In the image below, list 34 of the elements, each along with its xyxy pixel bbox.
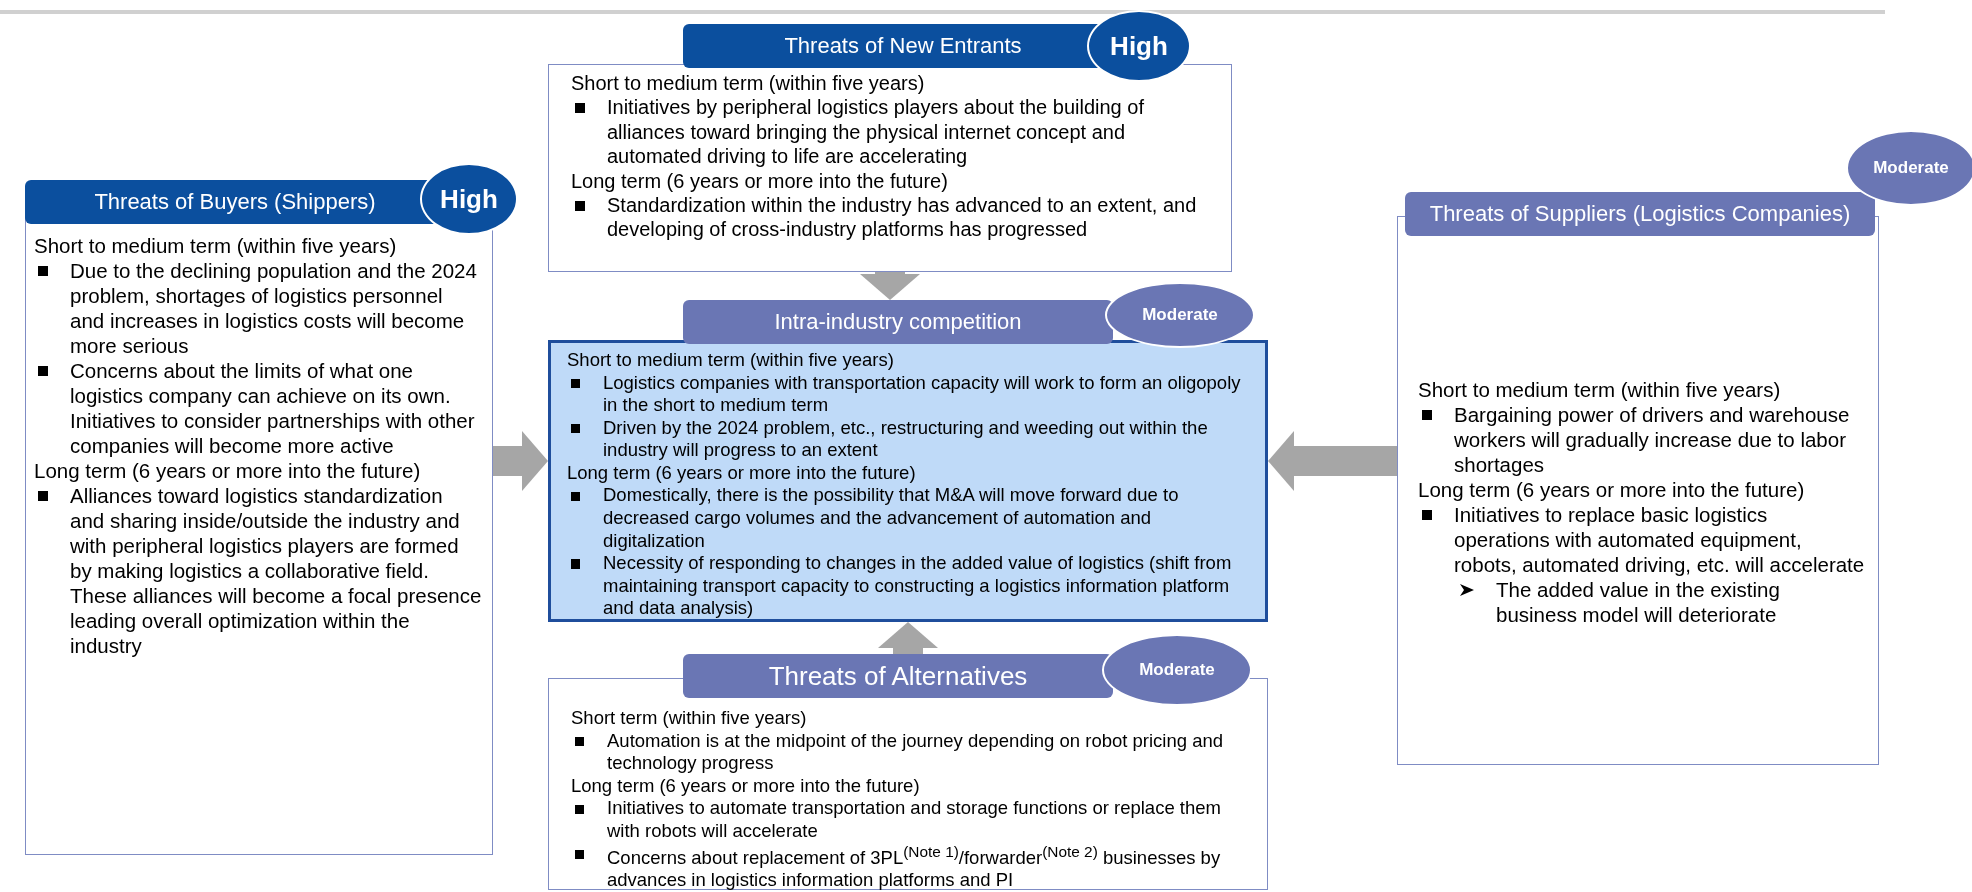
bullet-text: Initiatives by peripheral logistics players about the building of alliances toward bringing the physical internet concept and automated driving to life are accelerating: [607, 96, 1144, 168]
rating-badge: Moderate: [1102, 634, 1252, 706]
term-heading: Long term (6 years or more into the future): [567, 461, 916, 483]
term-heading: Long term (6 years or more into the future): [571, 169, 948, 192]
bullet-text: Logistics companies with transportation capacity will work to form an oligopoly in the short to medium term: [603, 371, 1241, 416]
bullet-text: Initiatives to replace basic logistics operations with automated equipment, robots, automated driving, etc. will accelerate: [1454, 502, 1865, 576]
term-heading: Short term (within five years): [571, 707, 807, 728]
term-heading: Short to medium term (within five years): [1418, 377, 1781, 401]
rating-badge: Moderate: [1105, 282, 1255, 348]
bullet-text: Due to the declining population and the 2024 problem, shortages of logistics personnel and increases in logistics costs will become more serious: [70, 259, 477, 357]
bullet-text: Standardization within the industry has advanced to an extent, and developing of cross-industry platforms has progressed: [607, 193, 1197, 241]
bullet-text: Domestically, there is the possibility that M&A will move forward due to decreased cargo volumes and the advancement of automation and digitalization: [603, 484, 1179, 551]
heading-tab: Threats of Suppliers (Logistics Companies): [1405, 192, 1875, 236]
bullet-text: Concerns about the limits of what one logistics company can achieve on its own. Initiatives to consider partnerships with other companies will become more active: [70, 359, 475, 457]
bullet-text: Alliances toward logistics standardization and sharing inside/outside the industry and with peripheral logistics players are formed by making logistics a collaborative field. These alliances will become a focal presence leading overall optimization within the industry: [70, 484, 482, 657]
bullet-text: Concerns about replacement of 3PL$^{(Note 1)}$/forwarder$^{(Note 2)}$ businesses by advances in logistics information platforms and PI: [607, 846, 1221, 891]
heading-tab: Threats of Alternatives: [683, 654, 1113, 698]
block-arrow: [1268, 431, 1397, 491]
bullet-text: Bargaining power of drivers and warehouse workers will gradually increase due to labor shortages: [1454, 402, 1850, 476]
term-heading: Long term (6 years or more into the future): [34, 459, 421, 482]
bullet-text: Necessity of responding to changes in the added value of logistics (shift from maintaining transport capacity to constructing a logistics information platform and data analysis): [603, 552, 1232, 619]
block-arrow: [860, 272, 920, 300]
term-heading: Short to medium term (within five years): [34, 234, 397, 257]
bullet-text: Driven by the 2024 problem, etc., restructuring and weeding out within the industry will progress to an extent: [603, 416, 1208, 461]
bullet-text: The added value in the existing business model will deteriorate: [1496, 577, 1780, 626]
heading-tab: Intra-industry competition: [683, 300, 1113, 344]
term-heading: Long term (6 years or more into the future): [571, 774, 920, 796]
rating-badge: Moderate: [1846, 130, 1972, 206]
bullet-text: Automation is at the midpoint of the journey depending on robot pricing and technology progress: [607, 729, 1224, 774]
term-heading: Short to medium term (within five years): [567, 349, 894, 370]
term-heading: Short to medium term (within five years): [571, 72, 925, 94]
block-arrow: [878, 622, 938, 654]
term-heading: Long term (6 years or more into the future): [1418, 477, 1805, 501]
block-arrow: [493, 431, 548, 491]
